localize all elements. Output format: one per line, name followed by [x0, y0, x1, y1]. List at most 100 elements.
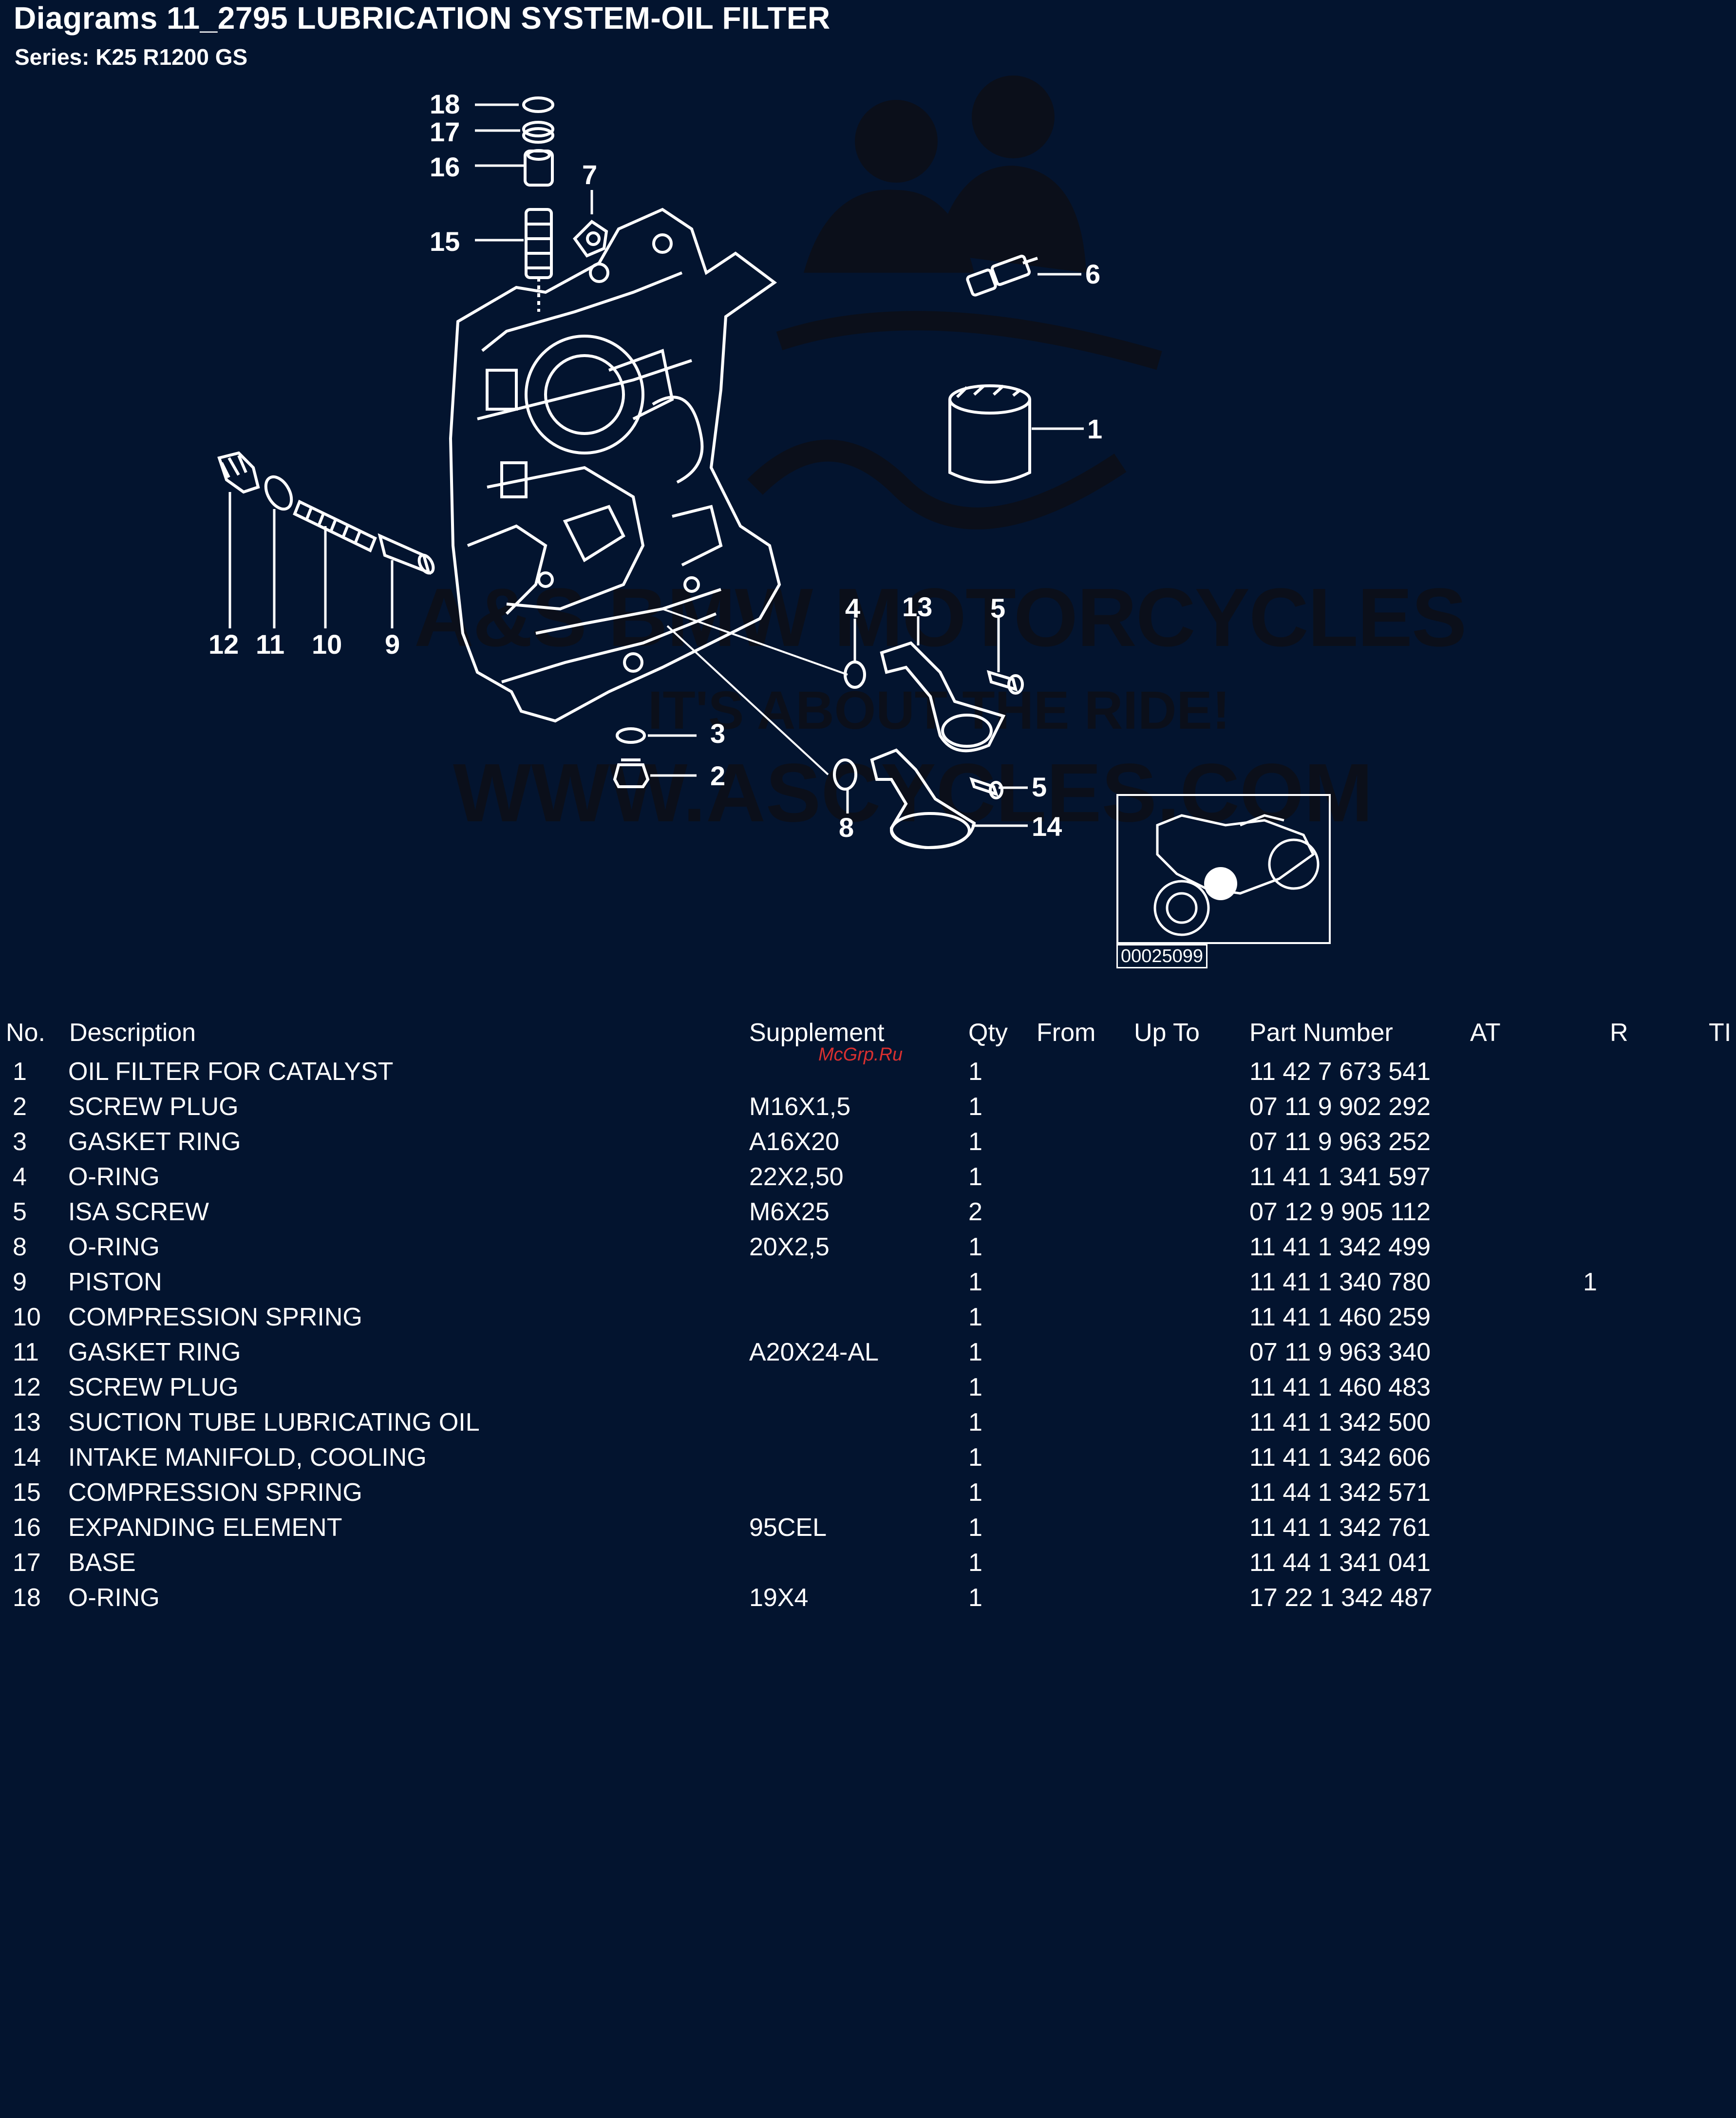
- row-no: 1: [13, 1058, 27, 1086]
- row-no: 9: [13, 1268, 27, 1296]
- row-no: 13: [13, 1408, 41, 1437]
- part-13-suction-tube: [880, 641, 1006, 753]
- motorcycle-thumbnail: [1116, 794, 1331, 944]
- part-12-screw-plug: [217, 451, 260, 494]
- row-part-number: 11 41 1 340 780: [1249, 1268, 1431, 1296]
- row-qty: 1: [968, 1549, 982, 1577]
- header-supplement: Supplement: [749, 1019, 885, 1047]
- row-supplement: 22X2,50: [749, 1163, 844, 1191]
- diagram-id: 00025099: [1116, 944, 1208, 968]
- row-qty: 1: [968, 1303, 982, 1331]
- row-part-number: 11 41 1 342 761: [1249, 1513, 1431, 1542]
- row-no: 16: [13, 1513, 41, 1542]
- row-qty: 1: [968, 1233, 982, 1261]
- motorcycle-icon: [1153, 814, 1320, 936]
- row-description: O-RING: [68, 1233, 160, 1261]
- callout-16: 16: [430, 151, 460, 182]
- callout-15: 15: [430, 226, 460, 257]
- part-3-gasket-ring: [616, 727, 646, 744]
- row-qty: 1: [968, 1408, 982, 1437]
- header-qty: Qty: [968, 1019, 1008, 1047]
- part-1-oil-filter: [948, 384, 1031, 484]
- row-qty: 1: [968, 1338, 982, 1366]
- row-part-number: 07 11 9 963 252: [1249, 1128, 1431, 1156]
- row-description: COMPRESSION SPRING: [68, 1478, 362, 1507]
- callout-13: 13: [902, 591, 932, 622]
- row-description: BASE: [68, 1549, 136, 1577]
- part-5-isa-screw: [986, 670, 1024, 695]
- part-15-compression-spring: [525, 208, 553, 279]
- part-5-isa-screw-lower: [969, 777, 1003, 799]
- row-part-number: 11 41 1 342 606: [1249, 1443, 1431, 1472]
- row-no: 17: [13, 1549, 41, 1577]
- row-part-number: 07 12 9 905 112: [1249, 1198, 1431, 1226]
- watermark-line-1: A&S BMW MOTORCYCLES: [414, 571, 1467, 664]
- row-no: 4: [13, 1163, 27, 1191]
- part-16-expanding-element: [524, 149, 554, 187]
- callout-9: 9: [385, 629, 400, 660]
- callout-11: 11: [256, 629, 284, 660]
- row-description: COMPRESSION SPRING: [68, 1303, 362, 1331]
- header-no: No.: [6, 1019, 45, 1047]
- header-from: From: [1037, 1019, 1096, 1047]
- callout-5: 5: [990, 593, 1005, 624]
- header-description: Description: [69, 1019, 196, 1047]
- row-no: 11: [13, 1338, 39, 1366]
- row-supplement: 20X2,5: [749, 1233, 830, 1261]
- row-description: EXPANDING ELEMENT: [68, 1513, 342, 1542]
- engine-housing: [449, 208, 781, 723]
- row-qty: 1: [968, 1443, 982, 1472]
- site-stamp: McGrp.Ru: [818, 1044, 903, 1065]
- row-part-number: 11 41 1 342 500: [1249, 1408, 1431, 1437]
- callout-18: 18: [430, 89, 460, 119]
- row-part-number: 11 41 1 460 483: [1249, 1373, 1431, 1401]
- row-description: SCREW PLUG: [68, 1373, 239, 1401]
- part-6-sensor: [966, 254, 1038, 297]
- row-part-number: 11 41 1 342 499: [1249, 1233, 1431, 1261]
- row-qty: 1: [968, 1373, 982, 1401]
- row-no: 2: [13, 1093, 27, 1121]
- header-up-to: Up To: [1134, 1019, 1200, 1047]
- callout-7: 7: [582, 159, 597, 190]
- row-qty: 1: [968, 1128, 982, 1156]
- part-14-intake-manifold: [870, 748, 976, 850]
- callout-labels: 18 17 16 15 7 6 1 12 11 10 9 4 13 5 3 2 …: [208, 89, 1102, 843]
- callout-leaders: [228, 103, 1084, 827]
- row-description: GASKET RING: [68, 1128, 241, 1156]
- part-10-compression-spring: [293, 499, 377, 553]
- row-no: 3: [13, 1128, 27, 1156]
- watermark-logo: [747, 76, 1162, 530]
- callout-4: 4: [845, 593, 860, 624]
- row-r: 1: [1583, 1268, 1597, 1296]
- part-9-piston: [377, 533, 435, 575]
- row-no: 8: [13, 1233, 27, 1261]
- row-description: SCREW PLUG: [68, 1093, 239, 1121]
- row-description: SUCTION TUBE LUBRICATING OIL: [68, 1408, 480, 1437]
- row-qty: 1: [968, 1513, 982, 1542]
- row-part-number: 11 41 1 341 597: [1249, 1163, 1431, 1191]
- callout-12: 12: [208, 629, 239, 660]
- callout-8: 8: [839, 812, 854, 843]
- row-description: ISA SCREW: [68, 1198, 209, 1226]
- row-part-number: 11 41 1 460 259: [1249, 1303, 1431, 1331]
- row-supplement: 95CEL: [749, 1513, 827, 1542]
- row-qty: 2: [968, 1198, 982, 1226]
- row-part-number: 11 44 1 341 041: [1249, 1549, 1431, 1577]
- row-description: O-RING: [68, 1584, 160, 1612]
- series-subtitle: Series: K25 R1200 GS: [15, 44, 248, 70]
- row-description: O-RING: [68, 1163, 160, 1191]
- row-supplement: M6X25: [749, 1198, 830, 1226]
- row-part-number: 11 44 1 342 571: [1249, 1478, 1431, 1507]
- callout-5-lower: 5: [1032, 772, 1047, 802]
- row-description: PISTON: [68, 1268, 162, 1296]
- callout-17: 17: [430, 116, 460, 147]
- header-ti: TI: [1709, 1019, 1732, 1047]
- part-11-gasket-ring: [264, 475, 293, 511]
- row-no: 5: [13, 1198, 27, 1226]
- parts-diagram: 18 17 16 15 7 6 1 12 11 10 9 4 13 5 3 2 …: [208, 76, 1162, 850]
- part-2-screw-plug: [613, 758, 650, 788]
- row-part-number: 07 11 9 963 340: [1249, 1338, 1431, 1366]
- row-description: INTAKE MANIFOLD, COOLING: [68, 1443, 427, 1472]
- row-qty: 1: [968, 1268, 982, 1296]
- row-no: 10: [13, 1303, 41, 1331]
